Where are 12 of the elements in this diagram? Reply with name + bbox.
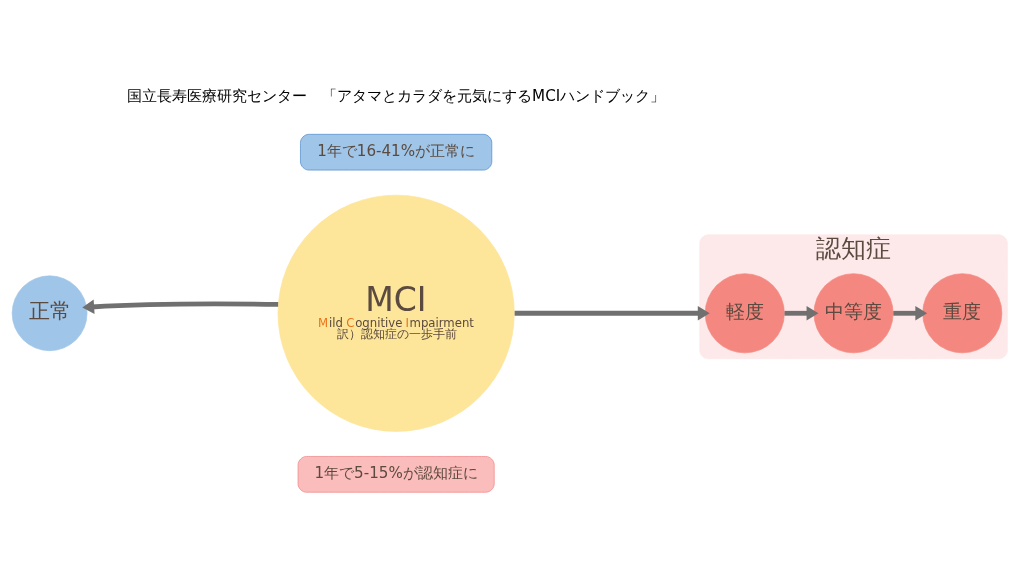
- label: 国立長寿医療研究センター 「アタマとカラダを元気にするMCIハンドブック」: [126, 87, 665, 105]
- arrow: [514, 306, 710, 321]
- node-box: 1年で16-41%が正常に: [299, 133, 492, 171]
- arrow: [892, 306, 927, 321]
- arrow: [81, 299, 278, 315]
- node-circle: 重度: [921, 273, 1002, 354]
- arrow: [784, 306, 818, 321]
- node-circle: 軽度: [704, 273, 785, 354]
- node-circle: 正常: [11, 275, 87, 352]
- node-circle: 中等度: [813, 273, 893, 354]
- node-box: 1年で5-15%が認知症に: [297, 456, 495, 493]
- node-circle: MCI Mild Cognitive Impairment 訳）認知症の一歩手前: [277, 194, 515, 432]
